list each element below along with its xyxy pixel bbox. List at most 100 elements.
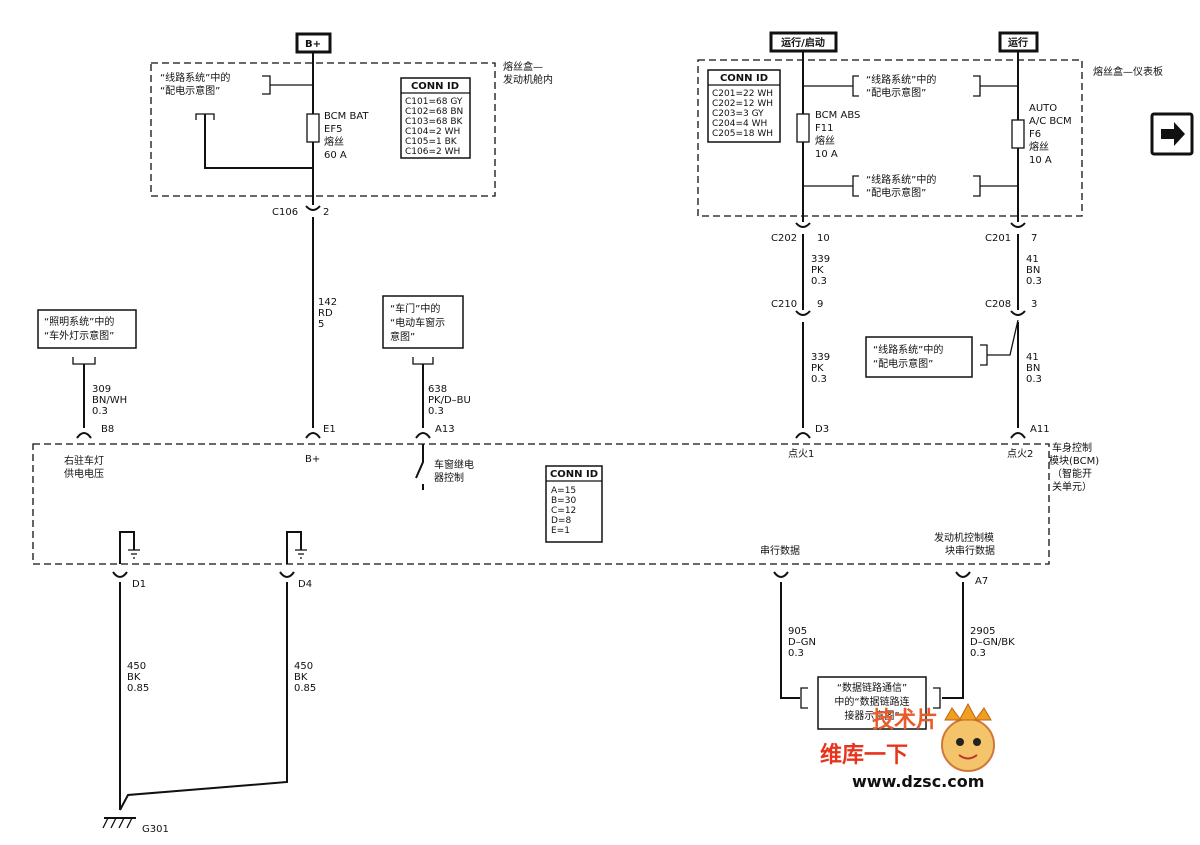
run-crank-label: 运行/启动 (781, 36, 825, 49)
pin-e1-symbol (305, 432, 321, 439)
power-run-crank: 运行/启动 (769, 31, 838, 53)
c208-pin: 3 (1031, 299, 1037, 310)
w309-num: 309 (92, 384, 111, 395)
engine-ref-line2: “配电示意图” (160, 84, 220, 97)
ref-datalink: “数据链路通信” 中的“数据链路连 接器示意图” (800, 676, 941, 730)
ip-conn-title: CONN ID (720, 73, 768, 84)
pin-a7: A7 (975, 576, 988, 587)
fuse-box-ip: 熔丝盒—仪表板 CONN ID C201=22 WH C202=12 WH C2… (697, 59, 1163, 217)
c106-pin: 2 (323, 207, 329, 218)
pin-e1: E1 (323, 424, 336, 435)
engine-fuse-name: BCM BAT (324, 111, 369, 122)
pin-d1-symbol (112, 571, 128, 578)
fuse-box-engine-title-1: 熔丝盒— (503, 60, 543, 73)
ecm-serial-line1: 发动机控制模 (934, 531, 994, 544)
engine-conn-row: C103=68 BK (405, 117, 463, 127)
engine-conn-row: C104=2 WH (405, 127, 460, 137)
engine-fuse-id: EF5 (324, 124, 342, 135)
w2905-num: 2905 (970, 626, 995, 637)
w450a-num: 450 (127, 661, 146, 672)
ip-conn-row: C205=18 WH (712, 129, 773, 139)
ref-lighting-line1: “照明系统”中的 (44, 315, 114, 328)
fuse-box-engine-title-2: 发动机舱内 (503, 73, 553, 86)
pin-a13-symbol (415, 432, 431, 439)
w339b-size: 0.3 (811, 374, 827, 385)
pin-d3-symbol (795, 432, 811, 439)
engine-conn-row: C102=68 BN (405, 107, 463, 117)
ref-door-line3: 意图” (390, 330, 415, 343)
w905-size: 0.3 (788, 648, 804, 659)
w450b-size: 0.85 (294, 683, 316, 694)
ip-fuse1-line: 熔丝 (815, 134, 835, 147)
pin-d4-symbol (279, 571, 295, 578)
pin-d3-desc: 点火1 (788, 448, 814, 460)
ip-conn-row: C204=4 WH (712, 119, 767, 129)
w905-color: D–GN (788, 637, 816, 648)
ip-ref-bottom-line1: “线路系统”中的 (866, 173, 936, 186)
engine-fuse-rating: 60 A (324, 150, 347, 161)
w638-color: PK/D–BU (428, 395, 471, 406)
pin-d1: D1 (132, 579, 146, 590)
ref-wiring-system: “线路系统”中的 “配电示意图” (865, 319, 1019, 378)
w339a-size: 0.3 (811, 276, 827, 287)
ip-ref-top-line2: “配电示意图” (866, 86, 926, 99)
w41a-size: 0.3 (1026, 276, 1042, 287)
next-page-arrow-icon[interactable] (1150, 112, 1194, 156)
w339a-color: PK (811, 265, 824, 276)
pin-e1-desc: B+ (305, 454, 320, 465)
ground-g301: G301 (102, 817, 169, 835)
ref-wiring-line1: “线路系统”中的 (873, 343, 943, 356)
ref-datalink-line3: 接器示意图” (844, 709, 899, 722)
engine-conn-row: C101=68 GY (405, 97, 463, 107)
watermark-site: www.dzsc.com (852, 772, 984, 791)
c210-label: C210 (771, 299, 797, 310)
engine-ref-line1: “线路系统”中的 (160, 71, 230, 84)
ref-door-line2: “电动车窗示 (390, 316, 445, 329)
w309-size: 0.3 (92, 406, 108, 417)
ip-fuse2-line: 熔丝 (1029, 140, 1049, 153)
ip-conn-row: C201=22 WH (712, 89, 773, 99)
bplus-label: B+ (305, 39, 321, 50)
w339a-num: 339 (811, 254, 830, 265)
bcm-conn-row: E=1 (551, 526, 570, 536)
ref-door: “车门”中的 “电动车窗示 意图” (382, 295, 464, 349)
mascot-face-icon (941, 718, 995, 772)
fuse-box-engine: 熔丝盒— 发动机舱内 “线路系统”中的 “配电示意图” BCM BAT EF5 … (150, 60, 553, 197)
w41b-color: BN (1026, 363, 1040, 374)
watermark-brand: 维库一下 (820, 742, 908, 768)
w339b-num: 339 (811, 352, 830, 363)
pin-a13: A13 (435, 424, 455, 435)
power-run: 运行 (998, 31, 1039, 53)
c201-label: C201 (985, 233, 1011, 244)
w450a-color: BK (127, 672, 141, 683)
w41b-num: 41 (1026, 352, 1039, 363)
ref-door-line1: “车门”中的 (390, 302, 440, 315)
ip-fuse2-line: A/C BCM (1029, 116, 1072, 127)
serial-data-pin-symbol (773, 571, 789, 578)
ground-label: G301 (142, 824, 169, 835)
pin-b8-desc2: 供电电压 (64, 467, 104, 480)
pin-a11: A11 (1030, 424, 1050, 435)
pin-a11-desc: 点火2 (1007, 448, 1033, 460)
bcm-title-line: 车身控制 (1052, 441, 1092, 454)
engine-conn-row: C105=1 BK (405, 137, 458, 147)
run-label: 运行 (1008, 36, 1028, 49)
c202-connector-symbol (795, 222, 811, 228)
w2905-size: 0.3 (970, 648, 986, 659)
pin-a11-symbol (1010, 432, 1026, 439)
w450a-size: 0.85 (127, 683, 149, 694)
w142-size: 5 (318, 319, 324, 330)
bcm-title-line: 关单元） (1052, 480, 1092, 493)
pin-d3: D3 (815, 424, 829, 435)
ip-conn-row: C202=12 WH (712, 99, 773, 109)
w450b-color: BK (294, 672, 308, 683)
w2905-color: D–GN/BK (970, 637, 1015, 648)
c201-connector-symbol (1010, 222, 1026, 228)
fuse-box-ip-title: 熔丝盒—仪表板 (1093, 65, 1163, 78)
pin-a13-desc2: 器控制 (434, 471, 464, 484)
pin-b8-symbol (76, 432, 92, 439)
ref-datalink-line2: 中的“数据链路连 (834, 695, 909, 708)
engine-conn-row: C106=2 WH (405, 147, 460, 157)
c208-connector-symbol (1010, 310, 1026, 316)
